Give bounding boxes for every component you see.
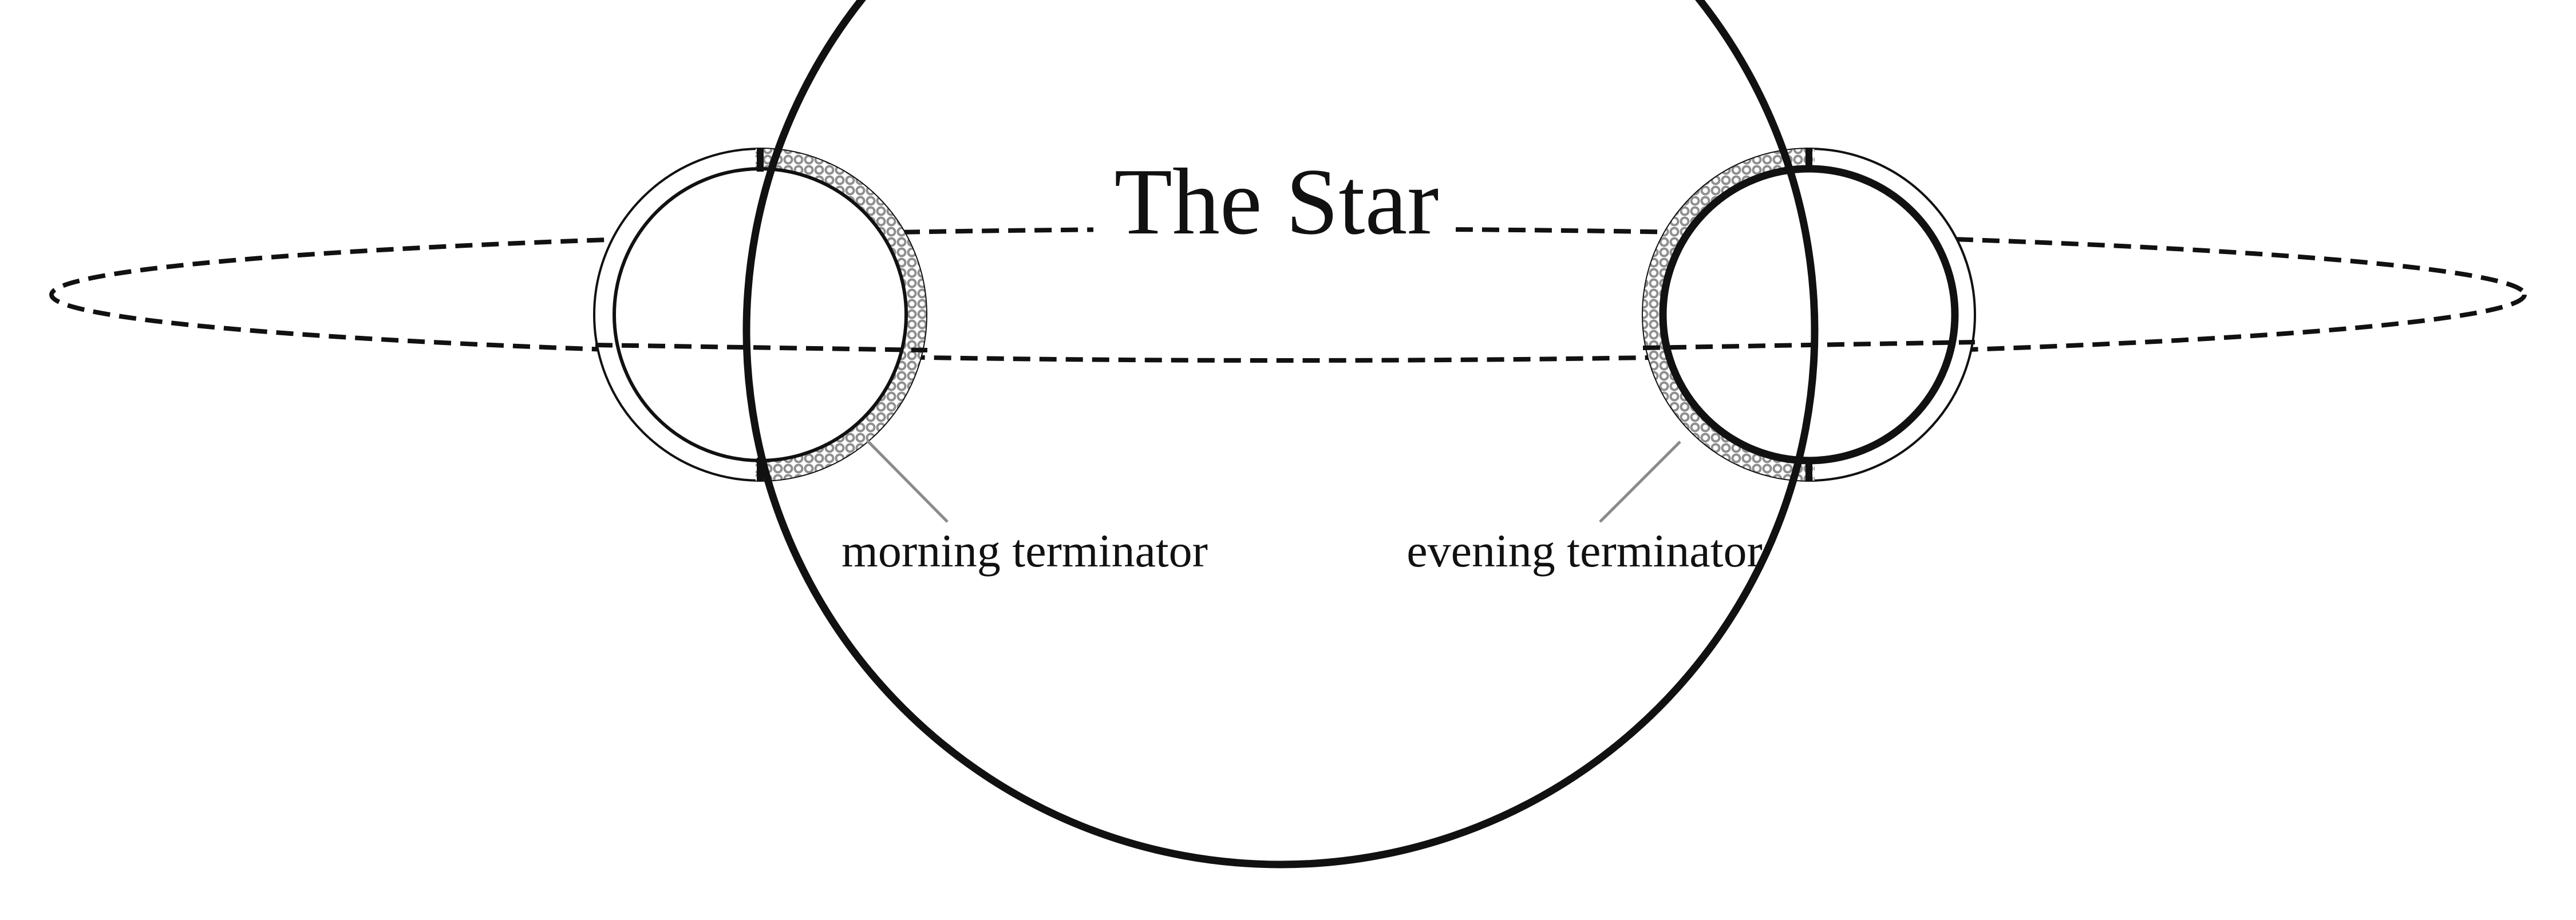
evening-planet [1642, 148, 1976, 482]
title-gap [1093, 143, 1448, 240]
star-disk [742, 0, 1819, 869]
orbit-through-morning [595, 343, 928, 352]
morning-leader-line [866, 439, 949, 523]
orbit-through-evening [1642, 340, 1976, 350]
morning-terminator-label: morning terminator [841, 525, 1208, 577]
star-label: The Star [1115, 149, 1439, 254]
evening-terminator-label: evening terminator [1406, 525, 1763, 577]
evening-leader-line [1599, 441, 1681, 523]
